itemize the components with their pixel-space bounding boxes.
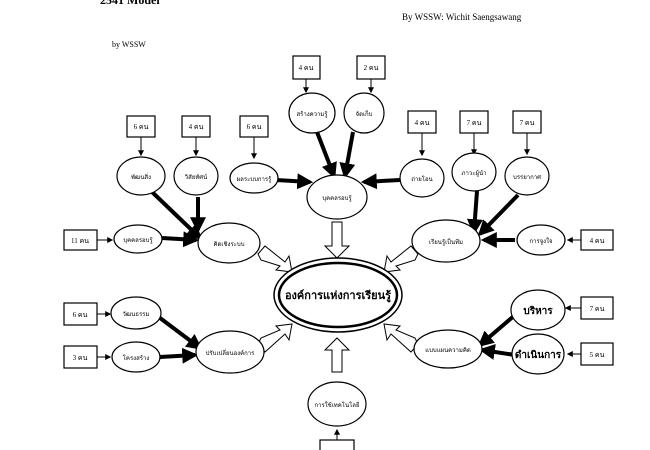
node-transform: ปรับเปลี่ยนองค์การ [195,330,265,374]
svg-text:วิสัยทัศน์: วิสัยทัศน์ [184,173,207,181]
svg-text:วัฒนธรรม: วัฒนธรรม [123,311,150,318]
block-arrow-top-right [383,245,419,273]
by-line: by WSSW [112,40,146,49]
svg-text:คิดเชิงระบบ: คิดเชิงระบบ [213,241,244,248]
svg-text:4 คน: 4 คน [189,123,204,131]
top-left-title: 2541 Model [100,0,160,7]
svg-text:3 คน: 3 คน [73,354,88,362]
svg-text:6 คน: 6 คน [134,123,149,131]
block-arrow-bottom-left [257,323,293,353]
block-arrow-top [323,221,351,259]
people-box-p4a: 4 คน [181,115,211,138]
node-tech: การใช้เทคโนโลยี [307,381,367,427]
node-learn: เรียนรู้เป็นทีม [411,219,481,263]
people-boxes: 6 คน 4 คน 6 คน 4 คน 2 คน 4 คน 7 คน 7 คน … [63,55,614,450]
svg-text:4 คน: 4 คน [415,119,430,127]
node-n9: บุคคลรอบรู้ [113,224,163,254]
people-box-partial [319,439,355,450]
center-label: องค์การแห่งการเรียนรู้ [285,289,391,303]
people-box-p4d: 4 คน [580,229,614,251]
people-box-p7b: 7 คน [512,110,542,134]
svg-text:6 คน: 6 คน [247,123,262,131]
svg-text:ถ่ายโอน: ถ่ายโอน [411,175,432,183]
node-operate: ดำเนินการ [511,333,565,375]
svg-text:7 คน: 7 คน [467,119,482,127]
node-n11: วัฒนธรรม [110,296,162,330]
svg-text:แบบแผนความคิด: แบบแผนความคิด [425,347,471,354]
node-n1: พัฒนสิ่ง [116,156,166,196]
people-box-p4b: 4 คน [292,55,321,80]
node-hub-person: บุคคลรอบรู้ [306,174,368,220]
svg-text:บรรยากาศ: บรรยากาศ [513,174,541,181]
block-arrows [257,221,419,373]
svg-text:ภาวะผู้นำ: ภาวะผู้นำ [462,170,487,177]
people-box-p7a: 7 คน [459,110,489,134]
node-n2: วิสัยทัศน์ [173,156,219,196]
people-box-p11: 11 คน [63,229,98,251]
node-n12: โครงสร้าง [111,341,161,373]
ellipse-nodes: พัฒนสิ่ง วิสัยทัศน์ ผลระบบการรู้ สร้างคว… [110,92,566,427]
svg-text:5 คน: 5 คน [590,351,605,359]
people-box-p7c: 7 คน [580,296,614,320]
node-manage: แบบแผนความคิด [413,329,483,369]
svg-text:ดำเนินการ: ดำเนินการ [515,349,562,361]
node-n6: ถ่ายโอน [399,158,445,198]
block-arrow-bottom [323,337,351,373]
svg-text:6 คน: 6 คน [73,311,88,319]
center-node: องค์การแห่งการเรียนรู้ [273,257,403,333]
connector-lines [97,79,581,440]
svg-text:สร้างความรู้: สร้างความรู้ [296,111,328,118]
people-box-p4c: 4 คน [407,110,437,134]
svg-text:พัฒนสิ่ง: พัฒนสิ่ง [131,173,151,181]
node-n7: ภาวะผู้นำ [451,152,497,192]
svg-text:4 คน: 4 คน [299,64,314,72]
svg-text:7 คน: 7 คน [520,119,535,127]
people-box-p3: 3 คน [63,345,98,369]
svg-text:โครงสร้าง: โครงสร้าง [123,354,150,362]
svg-text:11 คน: 11 คน [71,237,89,245]
svg-text:การจูงใจ: การจูงใจ [529,237,552,245]
node-n4: สร้างความรู้ [288,92,336,134]
svg-text:4 คน: 4 คน [590,237,605,245]
svg-text:จัดเก็บ: จัดเก็บ [356,109,373,118]
svg-text:ผลระบบการรู้: ผลระบบการรู้ [237,176,272,183]
node-n3: ผลระบบการรู้ [229,162,279,194]
svg-text:บริหาร: บริหาร [523,305,553,317]
node-n8: บรรยากาศ [504,156,550,196]
people-box-p6a: 6 คน [126,115,156,138]
svg-text:2 คน: 2 คน [364,64,379,72]
svg-text:7 คน: 7 คน [590,305,605,313]
block-arrow-top-left [257,245,293,273]
svg-text:การใช้เทคโนโลยี: การใช้เทคโนโลยี [315,401,360,409]
people-box-p6c: 6 คน [63,302,98,326]
svg-text:ปรับเปลี่ยนองค์การ: ปรับเปลี่ยนองค์การ [206,349,256,357]
node-n10: การจูงใจ [516,224,566,256]
block-arrow-bottom-right [383,323,419,353]
node-n5: จัดเก็บ [343,92,385,134]
node-think: คิดเชิงระบบ [197,222,261,264]
node-admin: บริหาร [510,289,566,331]
people-box-p5: 5 คน [580,342,614,366]
author-line: By WSSW: Wichit Saengsawang [402,12,522,22]
svg-text:บุคคลรอบรู้: บุคคลรอบรู้ [322,195,352,202]
svg-text:บุคคลรอบรู้: บุคคลรอบรู้ [123,237,153,244]
svg-text:เรียนรู้เป็นทีม: เรียนรู้เป็นทีม [429,237,463,246]
people-box-p2a: 2 คน [356,55,386,80]
people-box-p6b: 6 คน [239,115,269,138]
